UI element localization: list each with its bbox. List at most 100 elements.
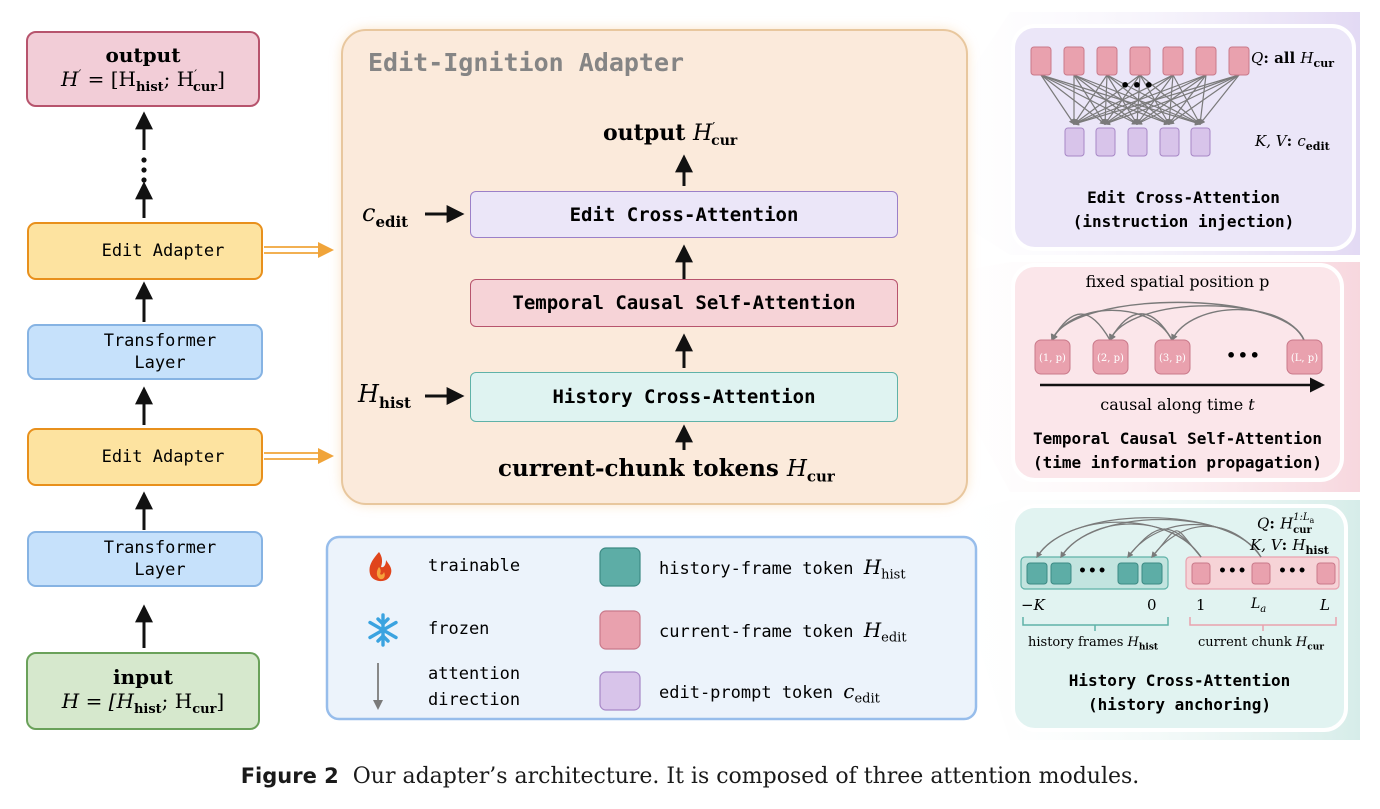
prompt-token — [1127, 127, 1148, 157]
output-formula: H′ = [Hhist; H′cur] — [61, 67, 225, 95]
attention-arrow — [1172, 74, 1201, 126]
edit-cross-attention-box[interactable]: Edit Cross-Attention — [470, 191, 898, 238]
history-frames-label: history frames Hhist — [1028, 635, 1159, 653]
current-brace — [1189, 617, 1337, 631]
history-token — [1117, 562, 1139, 585]
adapter-container — [341, 29, 968, 505]
time-token-label: (3, p) — [1159, 353, 1186, 364]
attention-arrow — [1199, 74, 1240, 125]
time-token — [1286, 339, 1323, 375]
current-tokens-label: current-chunk tokens Hcur — [498, 455, 835, 486]
attention-arrow — [1073, 74, 1108, 125]
attention-arrow — [1040, 74, 1139, 125]
output-box: output H′ = [Hhist; H′cur] — [26, 31, 260, 107]
adapter-flow-arrows — [425, 154, 693, 450]
legend-frozen: frozen — [428, 619, 490, 639]
label-neg-k: −K — [1021, 596, 1045, 614]
attention-arrow — [1168, 74, 1240, 125]
prompt-token — [1190, 127, 1211, 157]
history-token — [1050, 562, 1072, 585]
current-token — [1191, 562, 1211, 585]
history-cross-attention-box[interactable]: History Cross-Attention — [470, 372, 898, 422]
edit-cross-attention-label: Edit Cross-Attention — [569, 203, 799, 226]
edit-q-label: Q: all Hcur — [1251, 49, 1335, 70]
input-formula: H = [Hhist; Hcur] — [61, 689, 225, 717]
history-attention-arc — [1151, 525, 1262, 558]
time-token-label: (L, p) — [1291, 353, 1318, 364]
query-token — [1096, 46, 1118, 76]
transformer-layer-box-top[interactable]: Transformer Layer — [27, 324, 263, 380]
legend-history-token: history-frame token Hhist — [659, 555, 906, 583]
legend-swatch-current — [599, 610, 641, 650]
history-kv-label: K, V: Hhist — [1250, 536, 1329, 557]
causal-time-label: causal along time t — [1100, 395, 1255, 414]
edit-kv-label: K, V: cedit — [1255, 132, 1330, 153]
temporal-arc-group: (1, p)(2, p)(3, p)(L, p) — [1034, 301, 1323, 375]
label-L: L — [1320, 596, 1330, 614]
current-chunk-label: current chunk Hcur — [1198, 635, 1325, 653]
prompt-token — [1159, 127, 1180, 157]
history-cross-attention-label: History Cross-Attention — [552, 386, 816, 408]
attention-arrow — [1040, 74, 1075, 125]
edit-adapter-box-top[interactable]: Edit Adapter — [27, 222, 263, 280]
query-token — [1030, 46, 1052, 76]
prompt-token — [1095, 127, 1116, 157]
label-zero: 0 — [1147, 596, 1157, 614]
edit-adapter-box-bottom[interactable]: Edit Adapter — [27, 428, 263, 486]
input-title: input — [113, 665, 173, 689]
history-dots-2: • • • — [1218, 563, 1247, 579]
causal-arc — [1051, 309, 1173, 342]
legend-box — [325, 535, 978, 721]
label-la: La — [1251, 596, 1267, 615]
temporal-dots: • • • — [1226, 346, 1260, 365]
adapter-title: Edit-Ignition Adapter — [368, 48, 685, 77]
snowflake-icon — [368, 613, 398, 647]
temporal-causal-label: Temporal Causal Self-Attention — [512, 292, 856, 314]
time-token-label: (1, p) — [1039, 353, 1066, 364]
input-box: input H = [Hhist; Hcur] — [26, 652, 260, 730]
attention-arrow — [1197, 74, 1207, 126]
legend-prompt-token: edit-prompt token cedit — [659, 679, 880, 707]
attention-arrow — [1040, 74, 1171, 126]
causal-arc — [1051, 313, 1111, 342]
attention-arrow — [1072, 74, 1174, 125]
adapter-connectors — [264, 246, 318, 460]
panel-edit-cross — [1011, 24, 1356, 251]
history-dots-1: • • • — [1078, 563, 1107, 579]
attention-arrow — [1166, 74, 1174, 126]
query-token — [1162, 46, 1184, 76]
attention-arrow — [1040, 74, 1106, 125]
history-token — [1026, 562, 1048, 585]
label-one: 1 — [1196, 596, 1206, 614]
c-edit-label: cedit — [362, 199, 409, 231]
transformer-line1: Transformer — [103, 538, 217, 558]
current-token — [1316, 562, 1336, 585]
causal-arc — [1109, 313, 1173, 342]
attention-arrow — [1073, 74, 1141, 125]
adapter-output-label: output H′cur — [603, 120, 738, 150]
query-token — [1063, 46, 1085, 76]
time-token — [1092, 339, 1129, 375]
legend-swatch-prompt — [599, 671, 641, 711]
transformer-line2: Layer — [134, 560, 186, 580]
history-token — [1141, 562, 1163, 585]
attention-arrow — [1073, 74, 1202, 126]
history-brace — [1022, 617, 1169, 631]
temporal-causal-box[interactable]: Temporal Causal Self-Attention — [470, 279, 898, 327]
attention-arrow — [1106, 74, 1202, 125]
query-token — [1228, 46, 1250, 76]
attention-arrow — [1040, 74, 1202, 126]
transformer-layer-box-bottom[interactable]: Transformer Layer — [27, 531, 263, 587]
history-dots-3: • • • — [1278, 563, 1307, 579]
time-token — [1034, 339, 1071, 375]
query-token — [1129, 46, 1151, 76]
figure-caption: Figure 2 Our adapter’s architecture. It … — [0, 764, 1380, 789]
edit-dots: • • • — [1120, 76, 1154, 95]
legend-current-token: current-frame token Hedit — [659, 618, 907, 646]
history-token-group — [1020, 517, 1340, 631]
prompt-token — [1064, 127, 1085, 157]
transformer-line2: Layer — [134, 353, 186, 373]
current-token — [1251, 562, 1271, 585]
